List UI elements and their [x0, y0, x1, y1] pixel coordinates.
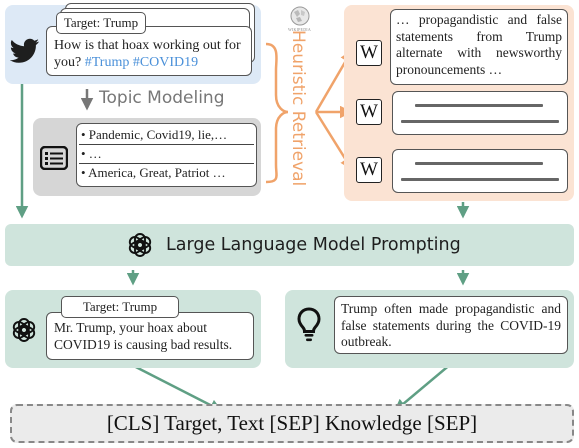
- placeholder-line: [415, 162, 543, 165]
- rewrite-to-final-arrow: [127, 361, 223, 412]
- rewritten-target-tag: Target: Trump: [61, 296, 179, 318]
- final-input-text: [CLS] Target, Text [SEP] Knowledge [SEP]: [106, 411, 478, 435]
- tweet-card: [46, 26, 252, 76]
- llm-label: Large Language Model Prompting: [166, 235, 461, 255]
- topic-card: • Pandemic, Covid19, lie,… • … • America…: [76, 123, 257, 187]
- list-icon: [40, 146, 68, 170]
- wikipedia-icon: W: [356, 157, 382, 183]
- final-input-box: [10, 404, 574, 443]
- wiki-placeholder-card: [392, 149, 568, 193]
- rewritten-target-label: Target: Trump: [82, 299, 158, 314]
- wikipedia-icon: W: [356, 99, 382, 125]
- rewritten-card: Mr. Trump, your hoax about COVID19 is ca…: [46, 312, 254, 360]
- tweet-hashtags: #Trump #COVID19: [84, 55, 199, 70]
- topic-item: • America, Great, Patriot …: [81, 166, 226, 180]
- topic-modeling-label: Topic Modeling: [99, 88, 225, 108]
- wikipedia-icon: W: [356, 40, 382, 66]
- tweet-text-plain: How is that hoax working out for you?: [54, 38, 241, 70]
- placeholder-line: [401, 120, 559, 123]
- placeholder-line: [415, 104, 543, 107]
- wiki-snippet-text: … propagandistic and false statements fr…: [396, 12, 562, 77]
- openai-icon: [128, 233, 152, 257]
- knowledge-to-final-arrow: [394, 362, 453, 412]
- wikipedia-globe-icon: [290, 6, 310, 26]
- llm-bar: [5, 224, 574, 266]
- wiki-placeholder-card: [392, 91, 568, 135]
- topic-item: • …: [81, 147, 102, 161]
- rewritten-text: Mr. Trump, your hoax about COVID19 is ca…: [54, 320, 233, 352]
- tweet-target-tag: Target: Trump: [56, 12, 146, 34]
- twitter-bird-icon: [10, 38, 39, 63]
- heuristic-retrieval-label: Heuristic Retrieval: [288, 30, 308, 187]
- topic-item: • Pandemic, Covid19, lie,…: [81, 128, 228, 142]
- openai-icon: [12, 318, 36, 342]
- knowledge-text: Trump often made propagandistic and fals…: [341, 301, 561, 349]
- tweet-target-label: Target: Trump: [63, 15, 139, 30]
- retrieval-brace: [265, 42, 289, 184]
- wikipedia-wordmark: WIKIPEDIA: [288, 27, 311, 32]
- wiki-snippet-card: … propagandistic and false statements fr…: [390, 9, 568, 85]
- lightbulb-icon: [297, 307, 321, 342]
- placeholder-line: [401, 178, 559, 181]
- knowledge-card: Trump often made propagandistic and fals…: [334, 296, 568, 354]
- tweet-text: How is that hoax working out for you? #T…: [54, 37, 250, 71]
- wikipedia-logo: WIKIPEDIA: [286, 5, 312, 35]
